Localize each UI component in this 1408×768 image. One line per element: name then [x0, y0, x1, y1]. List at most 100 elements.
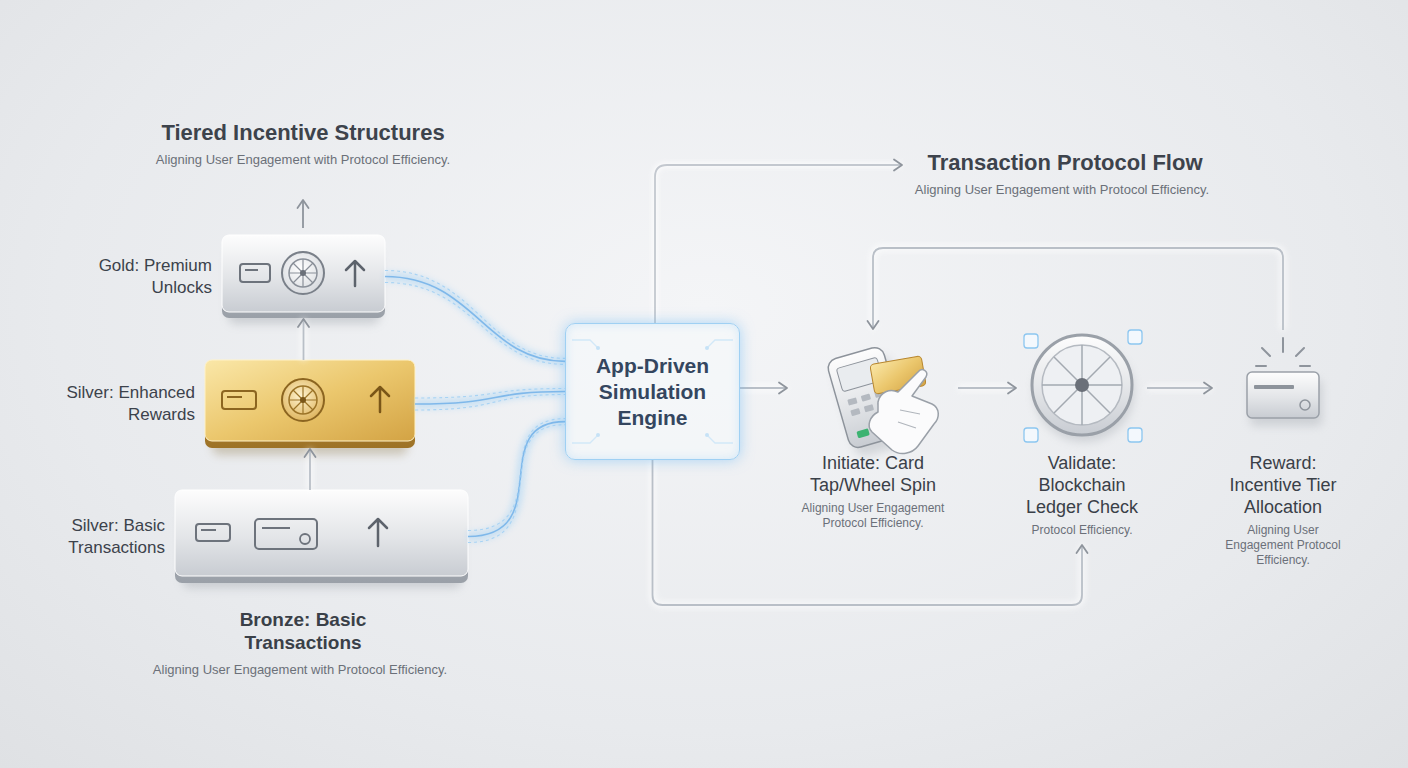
silver-tier-card	[205, 360, 415, 455]
pos-terminal-icon-part	[898, 410, 920, 428]
tier-label: Gold: Premium Unlocks	[62, 255, 212, 299]
flow-step: Initiate: Card Tap/Wheel SpinAligning Us…	[788, 330, 958, 537]
tier-label: Silver: Basic Transactions	[15, 515, 165, 559]
validation-wheel-icon-part	[1042, 345, 1122, 425]
connector-line	[740, 387, 787, 389]
gold-tier-card-part	[300, 270, 306, 276]
engine-top-link-part	[655, 165, 902, 323]
connector	[1147, 388, 1212, 389]
pos-terminal-icon-part-part	[847, 397, 857, 405]
step-title: Initiate: Card Tap/Wheel Spin	[788, 452, 958, 496]
pos-terminal-icon-part	[869, 370, 938, 454]
silver-tier-card-part	[289, 386, 317, 414]
silver-tier-card-part	[300, 397, 306, 403]
silver-tier-card-part	[205, 360, 415, 441]
validation-wheel-icon-part	[1128, 330, 1142, 344]
tier-card: Gold: Premium Unlocks	[222, 235, 385, 318]
pos-terminal-icon-part-part	[864, 404, 874, 412]
connector-strand	[385, 283, 565, 365]
tier-subcaption: Aligning User Engagement with Protocol E…	[153, 662, 447, 678]
connector	[740, 388, 787, 389]
gold-tier-card-part	[289, 259, 317, 287]
connector-line	[873, 248, 1283, 330]
connector-strand	[415, 392, 565, 405]
reward-card-icon-part	[1247, 372, 1319, 418]
connector-glow	[1147, 386, 1212, 391]
tier-arrow-top-part	[302, 200, 304, 228]
connector	[415, 389, 565, 411]
basic-tier-card	[175, 490, 468, 588]
connector-strand	[468, 419, 565, 531]
basic-tier-card-part	[300, 534, 310, 544]
connector-strand	[468, 425, 565, 543]
validation-wheel-icon	[1024, 330, 1142, 442]
connector-glow	[308, 449, 313, 490]
reward-card-icon-part	[1300, 400, 1310, 410]
step-title: Validate: Blockchain Ledger Check	[1017, 452, 1147, 518]
pos-terminal-icon-part-part	[856, 428, 869, 438]
pos-terminal-icon-part-part	[861, 394, 871, 402]
connector	[385, 271, 565, 365]
connector-line	[309, 449, 311, 490]
connector-strand	[415, 389, 565, 399]
gold-tier-card-part	[282, 252, 324, 294]
validation-wheel-icon-part	[1042, 345, 1122, 425]
step-note: Protocol Efficiency.	[1017, 523, 1147, 538]
silver-tier-card-part	[227, 396, 242, 398]
connector-glow	[873, 248, 1283, 330]
step-note: Aligning User Engagement Protocol Effici…	[1213, 523, 1353, 568]
section-subtitle: Aligning User Engagement with Protocol E…	[156, 152, 450, 168]
validation-wheel-icon-part	[1128, 428, 1142, 442]
gold-tier-card-part	[222, 235, 385, 312]
silver-tier-card-part	[222, 391, 256, 409]
gold-tier-card-part	[289, 259, 317, 287]
engine-label: App-Driven Simulation Engine	[578, 353, 727, 431]
connector-glow	[958, 386, 1016, 391]
connector-glow	[385, 277, 565, 362]
flow-step: Validate: Blockchain Ledger CheckProtoco…	[1017, 330, 1147, 544]
validation-wheel-icon-part	[1032, 335, 1132, 435]
connector-line	[958, 387, 1016, 389]
reward-card-icon-part	[1256, 338, 1310, 366]
connector	[958, 388, 1016, 389]
validation-wheel-icon-part	[1075, 378, 1089, 392]
gold-tier-card	[222, 235, 385, 324]
connector	[303, 319, 304, 360]
reward-card-icon-part	[1254, 385, 1294, 389]
basic-tier-card-part	[369, 519, 387, 546]
tier-card: Silver: Basic Transactions	[175, 490, 468, 583]
tier-caption: Bronze: Basic Transactions	[206, 608, 401, 654]
validation-wheel-icon-part	[1024, 334, 1038, 348]
connector-glow	[740, 386, 787, 391]
connector-glow	[415, 392, 565, 405]
tier-card: Silver: Enhanced Rewards	[205, 360, 415, 448]
gold-tier-card-part	[240, 264, 270, 282]
connector-line	[1147, 387, 1212, 389]
flow-step: Reward: Incentive Tier AllocationAlignin…	[1213, 330, 1353, 574]
validation-wheel-icon-part	[1024, 428, 1038, 442]
basic-tier-card-part	[255, 519, 317, 549]
silver-tier-card-part	[289, 386, 317, 414]
tier-label: Silver: Enhanced Rewards	[45, 382, 195, 426]
connector-strand	[468, 422, 565, 537]
gold-tier-card-part	[346, 261, 364, 286]
pos-terminal-icon	[826, 344, 938, 459]
gold-tier-card-part	[245, 269, 258, 271]
section-title: Tiered Incentive Structures	[161, 120, 444, 146]
connector	[310, 449, 311, 490]
connector-strand	[385, 277, 565, 362]
basic-tier-card-part	[175, 490, 468, 576]
section-subtitle: Aligning User Engagement with Protocol E…	[915, 182, 1209, 198]
connector-glow	[468, 422, 565, 537]
basic-tier-card-part	[196, 524, 230, 541]
connector	[468, 419, 565, 543]
engine-top-link	[655, 165, 902, 323]
section-title: Transaction Protocol Flow	[927, 150, 1202, 176]
engine-box: App-Driven Simulation Engine	[565, 323, 740, 460]
step-title: Reward: Incentive Tier Allocation	[1213, 452, 1353, 518]
connector-line	[303, 319, 305, 360]
silver-tier-card-part	[371, 387, 389, 412]
pos-terminal-icon-part-part	[850, 408, 860, 416]
silver-tier-card-part	[282, 379, 324, 421]
